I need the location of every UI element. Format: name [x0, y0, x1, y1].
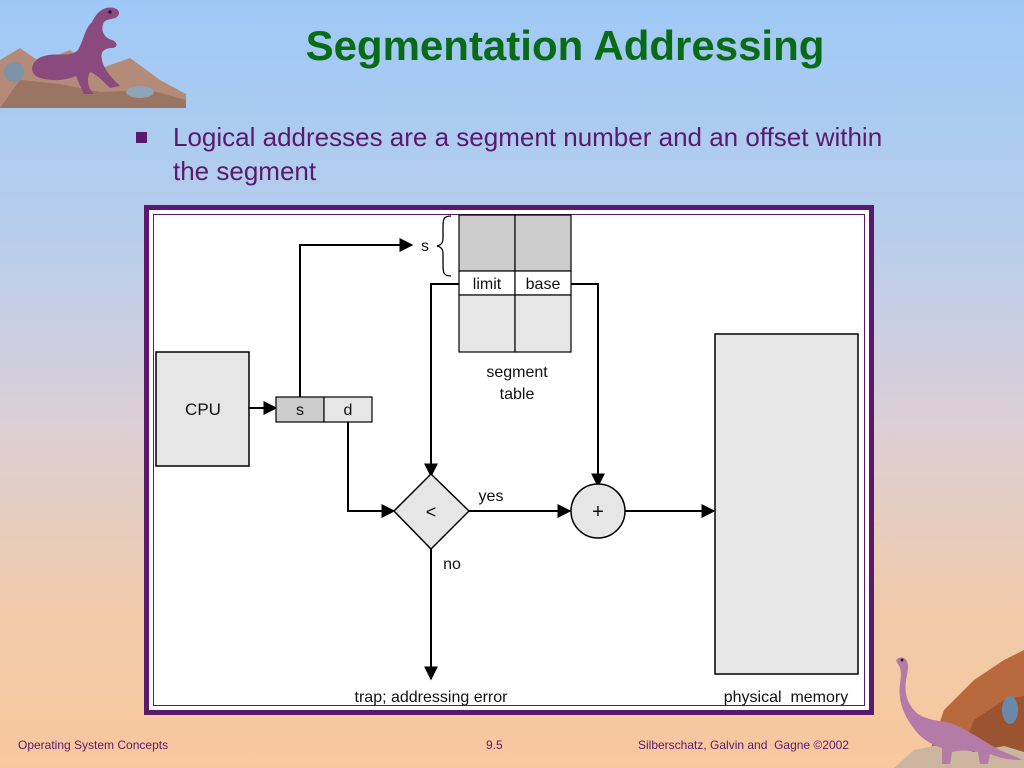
- diagram-frame: CPU s d s limit base segment table <: [144, 205, 874, 715]
- segment-number-arrow: [299, 238, 414, 397]
- physical-memory-box: [714, 333, 859, 675]
- segment-table-caption-line1: segment: [486, 364, 548, 381]
- footer-copyright: Silberschatz, Galvin and Gagne ©2002: [638, 738, 849, 752]
- footer-page-number: 9.5: [486, 738, 503, 752]
- bullet-square-icon: [136, 132, 147, 143]
- segment-table-header-base: [514, 270, 572, 296]
- trap-label: trap; addressing error: [355, 689, 509, 706]
- address-field-d-label: d: [344, 402, 353, 419]
- address-field-s: [275, 396, 325, 423]
- base-label: base: [526, 276, 561, 293]
- physical-memory-label: physical memory: [724, 689, 848, 706]
- segment-brace: [436, 215, 452, 277]
- address-field-d: [323, 396, 373, 423]
- address-field-s-label: s: [296, 402, 304, 419]
- no-label: no: [443, 556, 461, 573]
- adder-symbol: +: [592, 501, 604, 523]
- base-to-adder-arrow: [571, 283, 605, 488]
- segment-table-row-bottom-limit: [458, 294, 516, 353]
- segmentation-diagram: CPU s d s limit base segment table <: [155, 214, 859, 706]
- segment-table-row-bottom-base: [514, 294, 572, 353]
- comparator-symbol: <: [426, 502, 437, 522]
- limit-to-comparator-arrow: [424, 283, 459, 478]
- brontosaurus-dinosaur-image: [894, 650, 1024, 768]
- segment-table-row-top-limit: [458, 214, 516, 272]
- segment-table-row-top-base: [514, 214, 572, 272]
- bullet-text: Logical addresses are a segment number a…: [173, 122, 883, 186]
- yes-label: yes: [479, 488, 504, 505]
- segment-selector-label: s: [421, 238, 429, 255]
- limit-label: limit: [473, 276, 502, 293]
- cpu-box: [155, 351, 250, 467]
- segment-table-caption-line2: table: [500, 386, 535, 403]
- slide-title: Segmentation Addressing: [305, 22, 825, 69]
- footer-course-title: Operating System Concepts: [18, 738, 169, 752]
- trex-dinosaur-image: [0, 7, 186, 108]
- offset-to-comparator-arrow: [347, 422, 396, 518]
- cpu-label: CPU: [185, 400, 221, 419]
